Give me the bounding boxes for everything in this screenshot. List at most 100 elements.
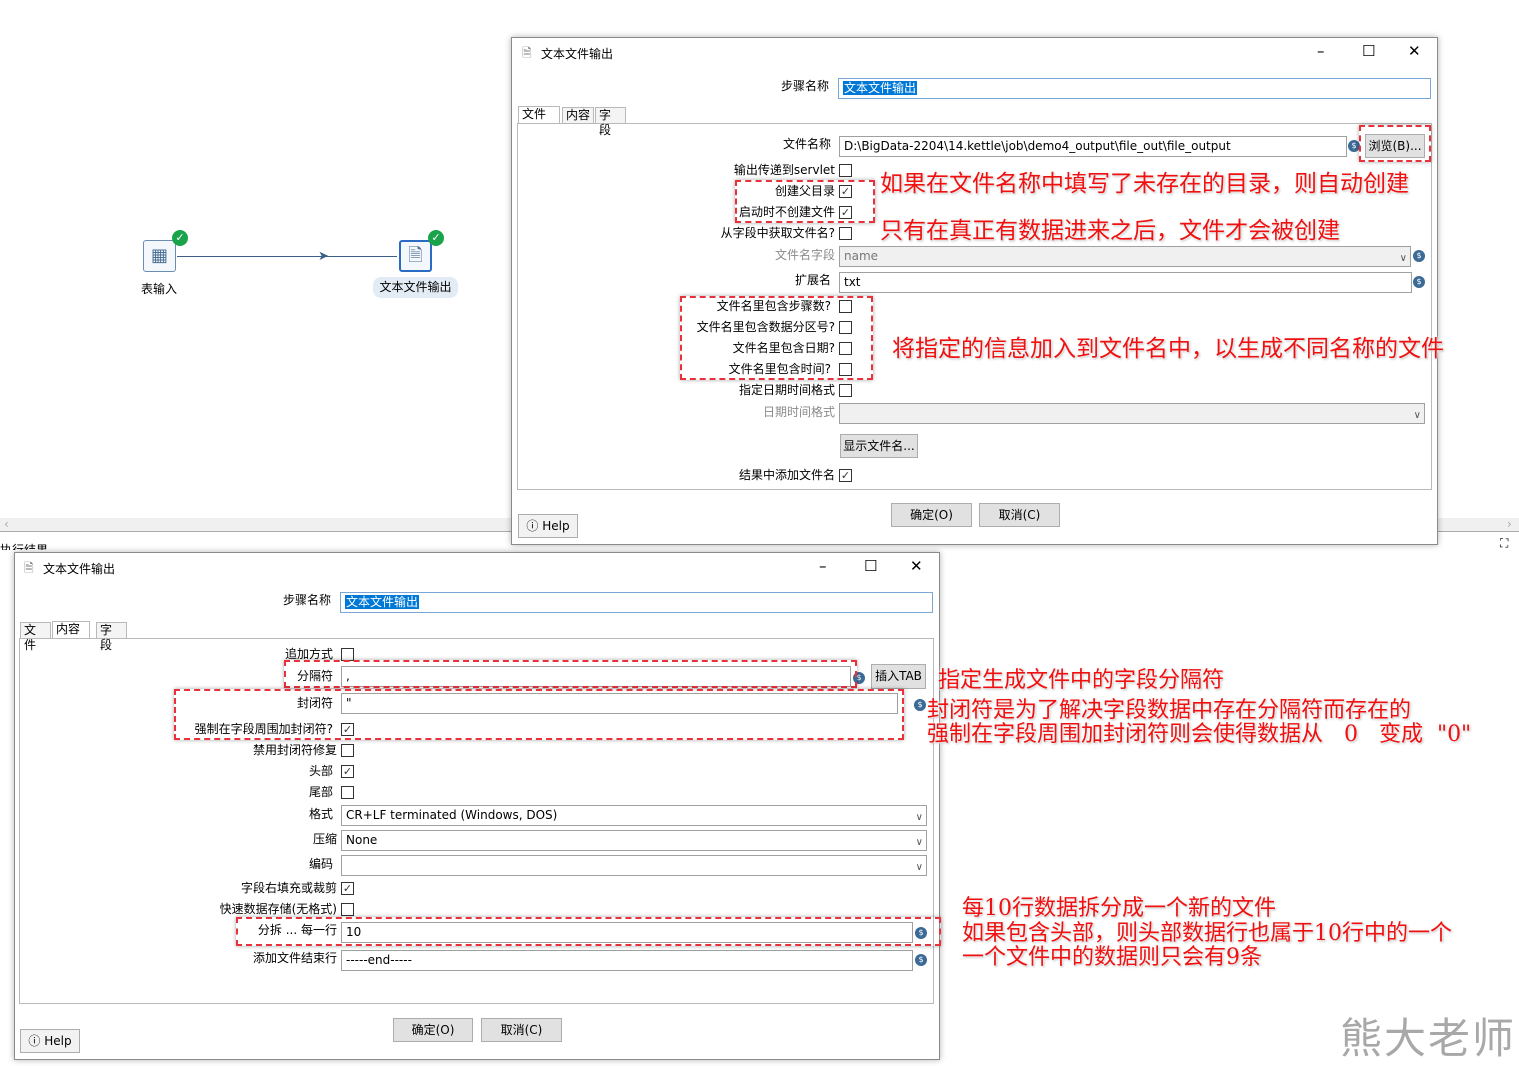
include-time-label: 文件名里包含时间? — [728, 362, 831, 376]
maximize-button[interactable]: ☐ — [1362, 42, 1376, 60]
force-enclosure-label: 强制在字段周围加封闭符? — [194, 722, 333, 736]
browse-button[interactable]: 浏览(B)... — [1365, 134, 1425, 158]
encoding-select[interactable]: ∨ — [341, 855, 927, 876]
step-name-value: 文本文件输出 — [345, 595, 420, 609]
format-value: CR+LF terminated (Windows, DOS) — [346, 808, 558, 822]
chevron-down-icon: ∨ — [915, 837, 923, 848]
filename-from-field-checkbox[interactable] — [839, 227, 852, 240]
filename-field-select[interactable]: name∨ — [839, 246, 1411, 267]
scroll-right-icon[interactable]: › — [1507, 517, 1512, 531]
split-every-input[interactable]: 10 — [341, 922, 913, 943]
highlight-box — [680, 296, 873, 380]
enclosure-input[interactable]: " — [341, 693, 898, 714]
annotation: 如果在文件名称中填写了未存在的目录，则自动创建 — [880, 171, 1409, 197]
variable-icon: $ — [914, 699, 926, 711]
include-partition-checkbox[interactable] — [839, 321, 852, 334]
filename-label: 文件名称 — [782, 137, 831, 151]
tab-panel — [517, 123, 1432, 490]
include-partition-label: 文件名里包含数据分区号? — [696, 320, 835, 334]
filename-from-field-label: 从字段中获取文件名? — [720, 226, 835, 240]
include-stepnr-checkbox[interactable] — [839, 300, 852, 313]
tab-fields[interactable]: 字段 — [595, 107, 626, 137]
highlight-box — [174, 689, 904, 740]
variable-icon: $ — [915, 927, 927, 939]
minimize-button[interactable]: – — [1317, 42, 1325, 60]
pad-fields-checkbox[interactable]: ✓ — [341, 882, 354, 895]
no-create-at-start-checkbox[interactable]: ✓ — [839, 206, 852, 219]
cancel-button[interactable]: 取消(C) — [979, 503, 1060, 527]
tab-content[interactable]: 内容 — [562, 107, 594, 123]
compression-label: 压缩 — [312, 832, 337, 846]
tab-content[interactable]: 内容 — [52, 621, 90, 638]
extension-input[interactable]: txt — [839, 272, 1412, 293]
annotation: 一个文件中的数据则只会有9条 — [962, 945, 1262, 970]
force-enclosure-checkbox[interactable]: ✓ — [341, 723, 354, 736]
fast-dump-label: 快速数据存储(无格式) — [219, 902, 337, 916]
append-label: 追加方式 — [284, 647, 333, 661]
encoding-label: 编码 — [308, 857, 333, 871]
help-icon: ⓘ — [526, 519, 543, 533]
step-name-input[interactable]: 文本文件输出 — [838, 78, 1431, 99]
close-button[interactable]: ✕ — [1408, 42, 1421, 60]
filename-input[interactable]: D:\BigData-2204\14.kettle\job\demo4_outp… — [839, 136, 1347, 157]
fast-dump-checkbox[interactable] — [341, 903, 354, 916]
end-line-input[interactable]: -----end----- — [341, 950, 913, 971]
annotation: 只有在真正有数据进来之后，文件才会被创建 — [880, 218, 1340, 244]
create-parent-dir-checkbox[interactable]: ✓ — [839, 185, 852, 198]
results-tab-label[interactable]: 执行结果 — [0, 543, 49, 550]
node-label: 表输入 — [141, 282, 178, 296]
servlet-label: 输出传递到servlet — [733, 163, 835, 177]
footer-checkbox[interactable] — [341, 786, 354, 799]
help-button[interactable]: ⓘ Help — [20, 1029, 80, 1053]
dialog-title: 文本文件输出 — [541, 47, 614, 61]
add-to-result-label: 结果中添加文件名 — [738, 468, 835, 482]
ok-button[interactable]: 确定(O) — [393, 1018, 473, 1042]
annotation: 封闭符是为了解决字段数据中存在分隔符而存在的 — [927, 698, 1412, 723]
header-checkbox[interactable]: ✓ — [341, 765, 354, 778]
specify-datetime-format-checkbox[interactable] — [839, 384, 852, 397]
scroll-left-icon[interactable]: ‹ — [4, 517, 9, 531]
step-name-label: 步骤名称 — [282, 593, 331, 607]
help-icon: ⓘ — [28, 1034, 45, 1048]
text-output-node[interactable]: 🗎 — [399, 240, 432, 272]
annotation: 每10行数据拆分成一个新的文件 — [962, 896, 1276, 921]
minimize-button[interactable]: – — [819, 557, 827, 575]
insert-tab-button[interactable]: 插入TAB — [871, 664, 926, 689]
no-create-at-start-label: 启动时不创建文件 — [738, 205, 835, 219]
tab-fields[interactable]: 字段 — [96, 622, 127, 652]
step-name-value: 文本文件输出 — [843, 81, 918, 95]
header-label: 头部 — [308, 764, 333, 778]
tab-file[interactable]: 文件 — [518, 106, 560, 123]
pad-fields-label: 字段右填充或裁剪 — [240, 881, 337, 895]
dialog-title: 文本文件输出 — [43, 562, 116, 576]
table-input-node[interactable]: ▦ — [143, 240, 176, 272]
tab-file[interactable]: 文件 — [20, 622, 51, 652]
hop-line[interactable] — [177, 256, 397, 257]
node-label: 文本文件输出 — [373, 277, 458, 298]
chevron-down-icon: ∨ — [1399, 253, 1407, 264]
show-filename-button[interactable]: 显示文件名... — [840, 434, 918, 458]
include-time-checkbox[interactable] — [839, 363, 852, 376]
add-to-result-checkbox[interactable]: ✓ — [839, 469, 852, 482]
include-date-checkbox[interactable] — [839, 342, 852, 355]
ok-button[interactable]: 确定(O) — [891, 503, 972, 527]
compression-value: None — [346, 833, 378, 847]
variable-icon: $ — [915, 954, 927, 966]
cancel-button[interactable]: 取消(C) — [481, 1018, 562, 1042]
help-button[interactable]: ⓘ Help — [518, 514, 578, 538]
disable-enclosure-fix-checkbox[interactable] — [341, 744, 354, 757]
datetime-format-label: 日期时间格式 — [762, 405, 835, 419]
variable-icon: $ — [1348, 140, 1360, 152]
step-name-input[interactable]: 文本文件输出 — [340, 592, 933, 613]
help-label: Help — [44, 1034, 72, 1048]
compression-select[interactable]: None ∨ — [341, 830, 927, 851]
maximize-panel-icon[interactable]: ⛶ — [1500, 536, 1509, 550]
close-button[interactable]: ✕ — [910, 557, 923, 575]
step-name-label: 步骤名称 — [780, 79, 829, 93]
servlet-checkbox[interactable] — [839, 164, 852, 177]
maximize-button[interactable]: ☐ — [864, 557, 878, 575]
format-select[interactable]: CR+LF terminated (Windows, DOS)∨ — [341, 805, 927, 826]
watermark: 熊大老师 — [1340, 1014, 1517, 1063]
datetime-format-select[interactable]: ∨ — [839, 403, 1425, 424]
annotation: 强制在字段周围加封闭符则会使得数据从 0 变成 "0" — [927, 722, 1472, 747]
